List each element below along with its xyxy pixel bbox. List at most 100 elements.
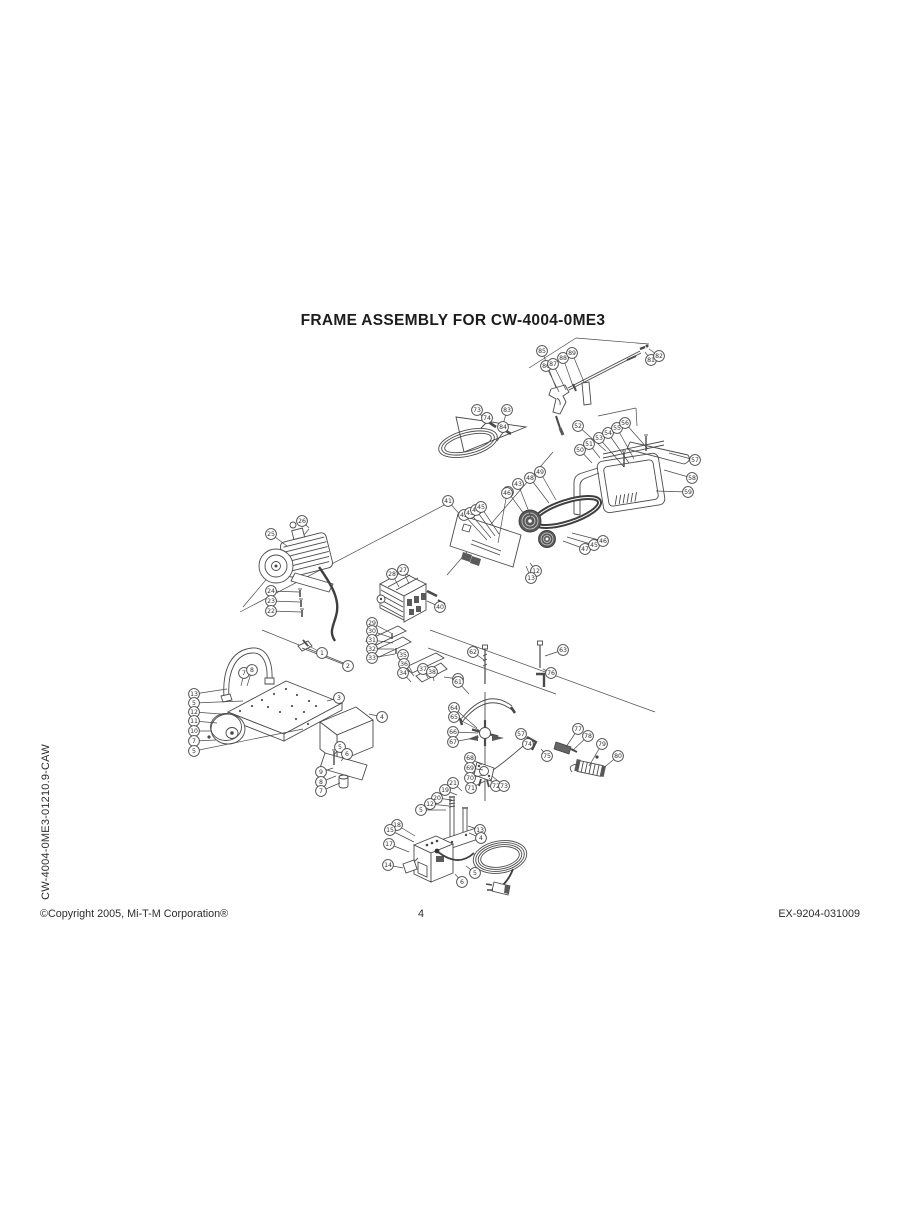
callout-number: 71 xyxy=(467,785,475,792)
callout-number: 72 xyxy=(492,783,500,790)
callout-balloon-63 xyxy=(557,644,569,656)
callout-balloon-89 xyxy=(566,347,578,359)
callout-balloon-59 xyxy=(682,486,694,498)
callout-balloon-73 xyxy=(498,780,510,792)
callout-number: 6 xyxy=(345,751,349,758)
callout-number: 86 xyxy=(542,363,550,370)
callout-number: 75 xyxy=(543,753,551,760)
callout-balloon-14 xyxy=(382,859,394,871)
callout-number: 41 xyxy=(444,498,452,505)
callout-balloon-50 xyxy=(574,444,586,456)
callout-balloon-54 xyxy=(602,427,614,439)
callout-number: 4 xyxy=(479,835,483,842)
page-title: FRAME ASSEMBLY FOR CW-4004-0ME3 xyxy=(300,312,606,329)
callout-balloon-40 xyxy=(434,601,446,613)
callout-balloon-22 xyxy=(265,605,277,617)
callout-number: 42 xyxy=(460,512,468,519)
callout-number: 5 xyxy=(338,744,342,751)
callout-balloon-8 xyxy=(246,664,258,676)
callout-number: 53 xyxy=(595,435,603,442)
callout-balloon-62 xyxy=(467,646,479,658)
callout-number: 74 xyxy=(524,741,532,748)
callout-balloon-58 xyxy=(686,472,698,484)
callout-number: 81 xyxy=(647,357,655,364)
callout-number: 27 xyxy=(399,567,407,574)
callout-number: 38 xyxy=(428,669,436,676)
wheel xyxy=(207,713,246,745)
callout-number: 59 xyxy=(684,489,692,496)
callout-balloon-48 xyxy=(524,472,536,484)
callout-number: 12 xyxy=(532,568,540,575)
callout-balloon-28 xyxy=(386,568,398,580)
callout-number: 62 xyxy=(469,649,477,656)
callout-number: 21 xyxy=(449,780,457,787)
callout-number: 17 xyxy=(385,841,393,848)
callout-number: 78 xyxy=(584,733,592,740)
callout-number: 15 xyxy=(386,827,394,834)
hp-hose-coil xyxy=(438,416,528,459)
control-box xyxy=(402,835,475,883)
callout-number: 25 xyxy=(267,531,275,538)
callout-number: 73 xyxy=(500,783,508,790)
callout-number: 43 xyxy=(514,481,522,488)
callout-balloon-71 xyxy=(465,782,477,794)
callout-number: 88 xyxy=(559,355,567,362)
callout-balloon-87 xyxy=(547,358,559,370)
pump-assembly xyxy=(376,571,446,623)
callout-balloon-5 xyxy=(415,804,427,816)
callout-number: 32 xyxy=(368,646,376,653)
callout-balloon-57 xyxy=(515,728,527,740)
callout-number: 31 xyxy=(368,637,376,644)
callout-balloon-12 xyxy=(424,798,436,810)
callout-number: 73 xyxy=(473,407,481,414)
callout-balloon-5 xyxy=(469,867,481,879)
callout-number: 30 xyxy=(368,628,376,635)
callout-number: 18 xyxy=(393,822,401,829)
plumbing-assembly xyxy=(458,640,606,801)
callout-number: 28 xyxy=(388,571,396,578)
callout-number: 26 xyxy=(298,518,306,525)
callout-balloon-85 xyxy=(536,345,548,357)
callout-balloon-6 xyxy=(341,748,353,760)
callout-balloon-52 xyxy=(572,420,584,432)
callout-balloon-19 xyxy=(439,784,451,796)
callout-balloon-83 xyxy=(501,404,513,416)
callout-number: 61 xyxy=(454,679,462,686)
callout-balloon-4 xyxy=(376,711,388,723)
cart-handle xyxy=(220,647,275,703)
callout-number: 52 xyxy=(574,423,582,430)
callout-number: 89 xyxy=(568,350,576,357)
callout-number: 13 xyxy=(190,691,198,698)
callout-balloon-88 xyxy=(557,352,569,364)
callout-number: 47 xyxy=(581,546,589,553)
footer-page-number: 4 xyxy=(418,908,425,920)
callout-balloon-27 xyxy=(397,564,409,576)
callout-number: 35 xyxy=(399,652,407,659)
callout-number: 67 xyxy=(449,739,457,746)
callout-number: 13 xyxy=(527,575,535,582)
callout-balloon-75 xyxy=(541,750,553,762)
callout-number: 23 xyxy=(267,598,275,605)
callout-number: 11 xyxy=(190,718,198,725)
callout-number: 5 xyxy=(419,807,423,814)
spray-gun-assembly xyxy=(548,344,649,436)
callout-number: 34 xyxy=(399,670,407,677)
callout-balloon-3 xyxy=(333,692,345,704)
callout-number: 24 xyxy=(267,588,275,595)
callout-number: 3 xyxy=(337,695,341,702)
callout-number: 6 xyxy=(460,879,464,886)
callout-number: 9 xyxy=(319,769,323,776)
callout-number: 5 xyxy=(473,870,477,877)
callout-balloon-13 xyxy=(525,572,537,584)
callout-number: 55 xyxy=(613,425,621,432)
power-cord-coil xyxy=(472,840,528,896)
callout-number: 5 xyxy=(192,700,196,707)
callout-balloon-34 xyxy=(397,667,409,679)
callout-number: 68 xyxy=(466,755,474,762)
callout-number: 54 xyxy=(604,430,612,437)
callout-number: 80 xyxy=(614,753,622,760)
callout-number: 79 xyxy=(598,741,606,748)
motor-bolts xyxy=(298,588,304,617)
callout-balloon-80 xyxy=(612,750,624,762)
callout-balloon-6 xyxy=(456,876,468,888)
